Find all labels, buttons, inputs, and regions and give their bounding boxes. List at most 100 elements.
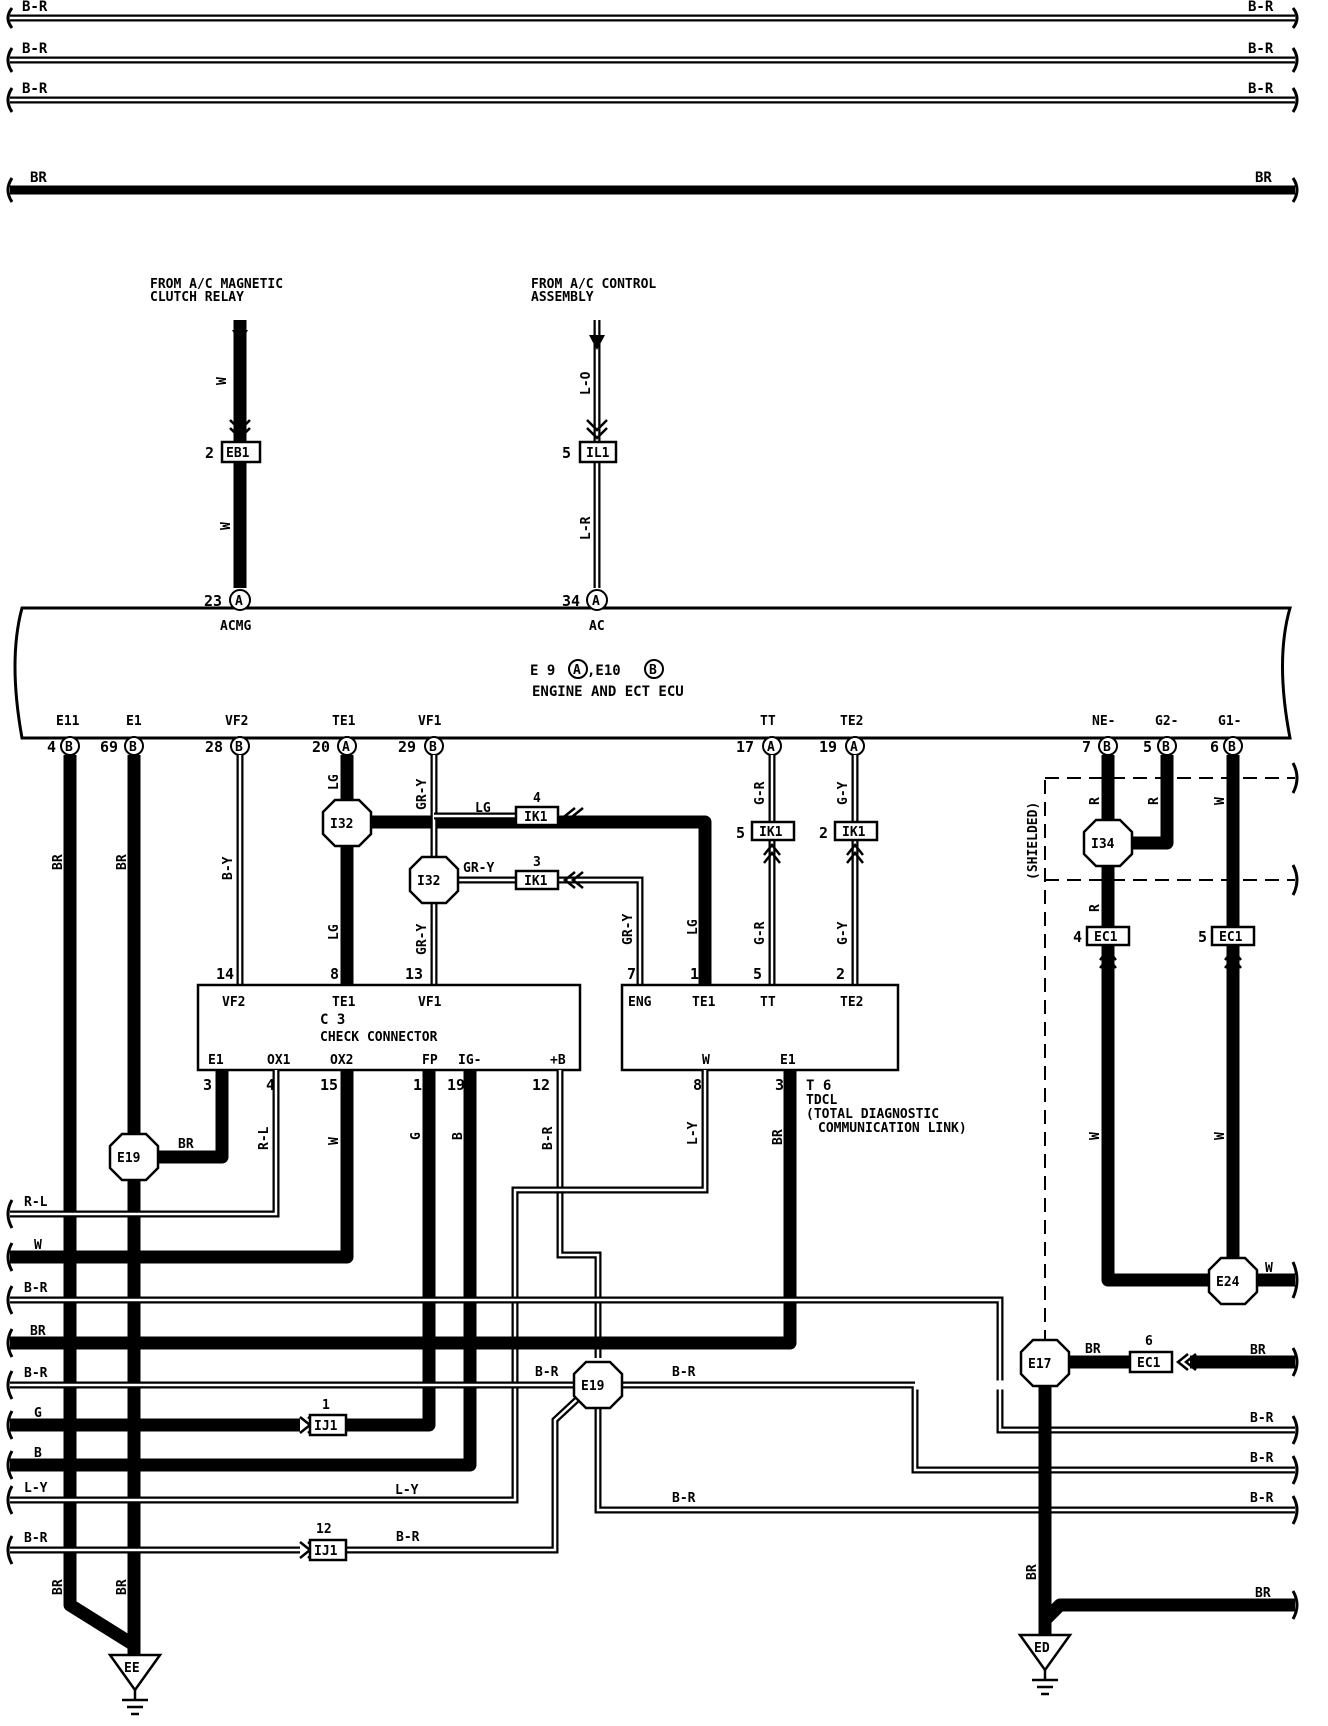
connector-name: EC1 [1219,930,1243,945]
right-bus-label: BR [1250,1343,1266,1358]
cc-id: C 3 [320,1012,345,1028]
pin-conn: A [592,594,600,609]
connector-pin: 2 [819,824,828,842]
chevron-down-icon [229,419,251,440]
right-bus-label: B-R [1250,1411,1274,1426]
cc-pin-num: 3 [203,1076,212,1094]
connector-ij1-1: IJ1 1 [299,1398,348,1437]
chevron-left-icon [1175,1353,1197,1371]
pin-name: G2- [1155,714,1178,729]
pin-name: NE- [1092,714,1115,729]
wire-label-gry: GR-Y [415,924,430,955]
junction-label: I32 [330,817,353,832]
tdcl-connector: ENG 7 TE1 1 TT 5 TE2 2 W 8 E1 3 T 6 TDCL… [620,965,967,1136]
connector-name: IK1 [524,874,548,889]
pin-name: E11 [56,714,80,729]
ecu-name: ENGINE AND ECT ECU [532,684,684,700]
wire-label-brr: B-R [535,1365,559,1380]
pin-num: 20 [312,738,330,756]
connector-pin: 4 [533,791,541,806]
pin-conn: A [850,740,858,755]
connector-name: IK1 [759,825,783,840]
left-bus-label: B-R [24,1366,48,1381]
wire-plus-b [556,1070,602,1358]
cc-pin-name: E1 [208,1053,224,1068]
ac-clutch-source-line2: CLUTCH RELAY [150,290,244,305]
pin-conn: A [235,594,243,609]
left-bus-label: R-L [24,1195,48,1210]
junction-e19-left: E19 [108,1132,160,1182]
ac-control-source-line1: FROM A/C CONTROL [531,277,656,292]
cc-pin-name: FP [422,1053,438,1068]
wire-label-br: BR [1025,1564,1040,1580]
wire-e11: BR BR [51,755,138,1651]
junction-e19-right: E19 [572,1360,624,1410]
pin-num: 23 [204,592,222,610]
ecu-bottom-pins: E11 B 4 E1 B 69 VF2 B 28 TE1 A 20 VF1 B … [47,714,1243,756]
pin-name: G1- [1218,714,1241,729]
junction-label: I32 [417,874,440,889]
ecu-pin-tt: TT A 17 [736,714,782,756]
ecu-pin-e1: E1 B 69 [100,714,144,756]
junction-label: E17 [1028,1357,1051,1372]
left-bus-label: W [34,1238,42,1253]
ecu-pin-e11: E11 B 4 [47,714,80,756]
wire-label-brr: B-R [672,1365,696,1380]
pin-num: 6 [1210,738,1219,756]
connector-ik1-5: IK1 5 [736,820,796,864]
pin-conn: A [342,740,350,755]
cc-pin-name: IG- [458,1053,481,1068]
ground-label: EE [124,1661,140,1676]
wire-label-br: BR [51,854,66,870]
left-bus-labels: R-L W B-R BR B-R G B L-Y B-R [6,1195,48,1565]
pin-name: E1 [126,714,142,729]
wire-label-w: W [327,1137,342,1145]
wire-label-ly: L-Y [395,1483,419,1498]
pin-conn: B [235,740,243,755]
shield-region: (SHIELDED) [1026,762,1299,1340]
wire-label-gy: G-Y [836,781,851,805]
wire-label-br: BR [51,1579,66,1595]
pin-conn: A [767,740,775,755]
wire-label-gry: GR-Y [463,861,494,876]
tdcl-pin-name: TE2 [840,995,863,1010]
connector-name: IK1 [524,810,548,825]
cc-pin-num: 13 [405,965,423,983]
wire-label-r: R [1088,797,1103,805]
arrow-down-icon [232,330,248,345]
pin-name: ACMG [220,619,251,634]
connector-name: EC1 [1137,1356,1161,1371]
wire-label-gry: GR-Y [621,914,636,945]
chevron-up-icon [1224,947,1242,969]
right-bus-label: B-R [1250,1451,1274,1466]
top-bus-4-right-label: BR [1255,170,1272,186]
ac-control-source-line2: ASSEMBLY [531,290,594,305]
wire-label-brr: B-R [672,1491,696,1506]
wire-label-gy: G-Y [836,921,851,945]
wire-label-r: R [1147,797,1162,805]
wire-label-brr: B-R [396,1530,420,1545]
wire-vf2: B-Y [221,755,244,985]
ecu-pin-te1: TE1 A 20 [312,714,357,756]
left-bus-label: B-R [24,1281,48,1296]
ecu-top-pin-acmg: A 23 ACMG [204,589,251,634]
tdcl-pin-name: TT [760,995,776,1010]
cc-pin-name: OX1 [267,1053,291,1068]
pin-conn: B [1228,740,1236,755]
il1-pin: 5 [562,444,571,462]
wire-label-w2: W [219,522,234,530]
ac-clutch-source-line1: FROM A/C MAGNETIC [150,277,283,292]
wire-label-lg: LG [327,774,342,790]
pin-name: TE1 [332,714,356,729]
ground-ed: ED [1017,1633,1073,1696]
junction-label: E24 [1216,1275,1240,1290]
cc-pin-num: 8 [330,965,339,983]
cc-pin-num: 14 [216,965,234,983]
tdcl-pin-num: 3 [775,1076,784,1094]
connector-ik1-3: IK1 3 [514,855,584,891]
junction-e17: E17 BR BR [1019,1338,1295,1635]
wire-label-br: BR [115,854,130,870]
connector-name: IK1 [842,825,866,840]
tdcl-pin-num: 7 [627,965,636,983]
connector-pin: 4 [1073,928,1082,946]
